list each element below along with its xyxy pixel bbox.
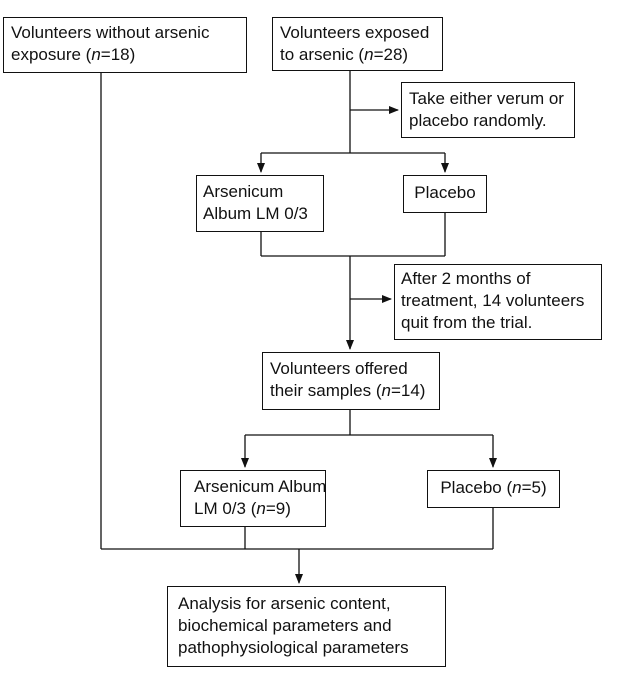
- placebo-2-line1: Placebo (n=5): [440, 478, 547, 497]
- samples-line1: Volunteers offered: [270, 359, 408, 378]
- dropout-note-box: After 2 months of treatment, 14 voluntee…: [394, 264, 602, 340]
- samples-box: Volunteers offered their samples (n=14): [262, 352, 440, 410]
- arsenicum-1-line2: Album LM 0/3: [203, 204, 308, 223]
- unexposed-volunteers-box: Volunteers without arsenic exposure (n=1…: [3, 17, 247, 73]
- placebo-box-1: Placebo: [403, 175, 487, 213]
- arsenicum-box-2: Arsenicum Album LM 0/3 (n=9): [180, 470, 326, 527]
- dropout-line1: After 2 months of: [401, 269, 531, 288]
- dropout-line2: treatment, 14 volunteers: [401, 291, 585, 310]
- placebo-1-line1: Placebo: [414, 183, 476, 202]
- exposed-volunteers-box: Volunteers exposed to arsenic (n=28): [272, 17, 443, 71]
- randomize-note-box: Take either verum or placebo randomly.: [401, 82, 575, 138]
- dropout-line3: quit from the trial.: [401, 313, 533, 332]
- exposed-line2: to arsenic (n=28): [280, 45, 409, 64]
- exposed-line1: Volunteers exposed: [280, 23, 430, 42]
- arsenicum-1-line1: Arsenicum: [203, 182, 284, 201]
- unexposed-line2: exposure (n=18): [11, 45, 136, 64]
- samples-line2: their samples (n=14): [270, 381, 426, 400]
- analysis-line3: pathophysiological parameters: [178, 638, 409, 657]
- arsenicum-box-1: Arsenicum Album LM 0/3: [196, 175, 324, 232]
- analysis-line1: Analysis for arsenic content,: [178, 594, 391, 613]
- unexposed-line1: Volunteers without arsenic: [11, 23, 210, 42]
- analysis-line2: biochemical parameters and: [178, 616, 392, 635]
- randomize-line1: Take either verum or: [409, 89, 564, 108]
- placebo-box-2: Placebo (n=5): [427, 470, 560, 508]
- arsenicum-2-line1: Arsenicum Album: [194, 477, 327, 496]
- arsenicum-2-line2: LM 0/3 (n=9): [194, 499, 291, 518]
- randomize-line2: placebo randomly.: [409, 111, 547, 130]
- analysis-box: Analysis for arsenic content, biochemica…: [167, 586, 446, 667]
